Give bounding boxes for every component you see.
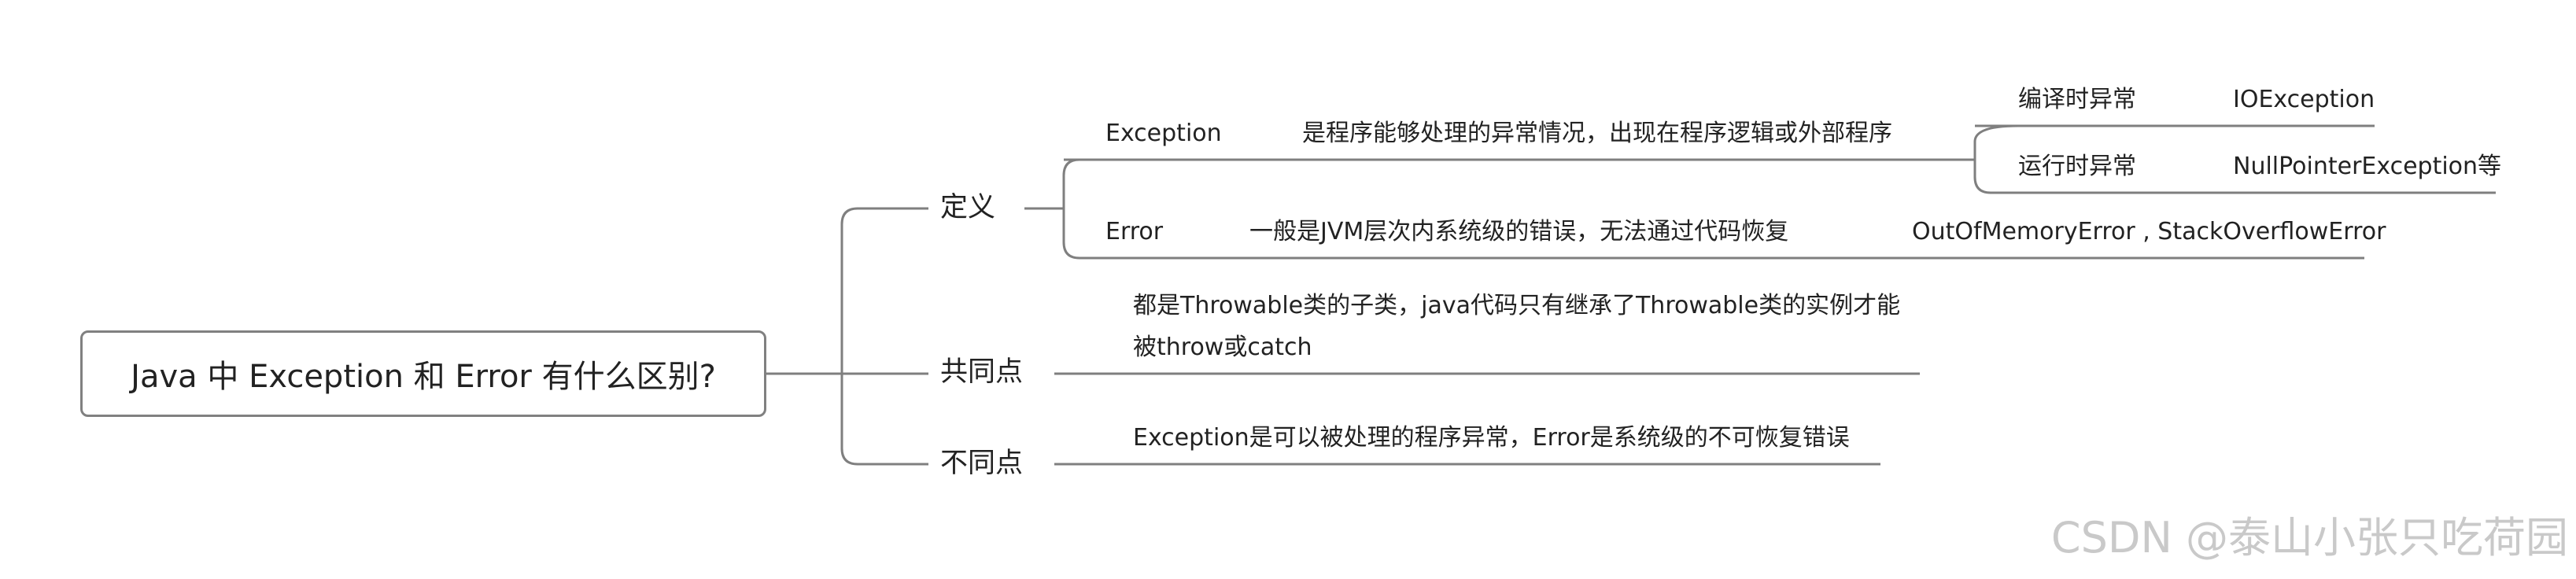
level1-trunk	[840, 207, 928, 466]
exception-desc: 是程序能够处理的异常情况，出现在程序逻辑或外部程序	[1302, 120, 1892, 147]
runtime-exception-label: 运行时异常	[2018, 153, 2136, 180]
root-node: Java 中 Exception 和 Error 有什么区别?	[80, 330, 766, 417]
compile-exception-label: 编译时异常	[2018, 86, 2136, 113]
exception-children-trunk	[1973, 124, 2019, 194]
watermark: CSDN @泰山小张只吃荷园	[2050, 513, 2568, 562]
common-text-line2: 被throw或catch	[1133, 334, 1312, 361]
exception-name: Exception	[1105, 120, 1222, 147]
root-title: Java 中 Exception 和 Error 有什么区别?	[131, 359, 716, 395]
compile-exception-example: IOException	[2233, 86, 2375, 113]
error-example: OutOfMemoryError , StackOverflowError	[1912, 218, 2386, 245]
error-desc: 一般是JVM层次内系统级的错误，无法通过代码恢复	[1249, 218, 1789, 245]
difference-text: Exception是可以被处理的程序异常，Error是系统级的不可恢复错误	[1133, 424, 1850, 452]
definition-label: 定义	[940, 192, 996, 223]
error-name: Error	[1105, 218, 1164, 245]
common-text-line1: 都是Throwable类的子类，java代码只有继承了Throwable类的实例…	[1133, 292, 1901, 319]
difference-label: 不同点	[940, 448, 1024, 479]
runtime-exception-example: NullPointerException等	[2233, 153, 2502, 180]
common-label: 共同点	[940, 356, 1024, 388]
